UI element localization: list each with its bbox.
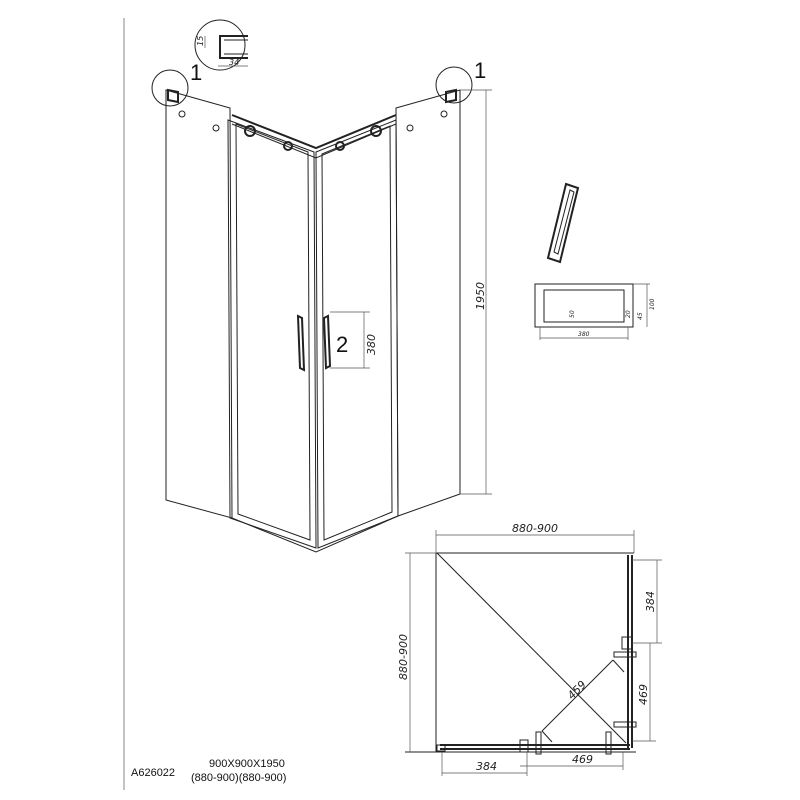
handle-length-dim: 380 — [578, 331, 590, 338]
diagonal-dim: 459 — [565, 678, 589, 702]
elevation-view: 1 1 2 380 1950 — [151, 58, 492, 553]
handle-height-dim: 380 — [365, 334, 378, 355]
handle-small-dim: 20 — [625, 310, 632, 318]
handle-offset-dim: 45 — [637, 312, 644, 320]
profile-width-dim: 34 — [229, 58, 239, 67]
drawing-size: 900X900X1950 — [209, 758, 285, 770]
plan-right-lower-dim: 469 — [637, 684, 650, 705]
plan-top-dim: 880-900 — [512, 522, 558, 535]
profile-detail: 15 34 — [194, 19, 248, 71]
profile-height-dim: 15 — [196, 36, 205, 46]
plan-bottom-left-dim: 384 — [476, 760, 497, 773]
plan-left-dim: 880-900 — [397, 634, 410, 680]
plan-view: 459 880-900 880-900 384 469 384 469 — [397, 522, 662, 776]
callout-1-right: 1 — [474, 58, 486, 83]
plan-bottom-right-dim: 469 — [572, 753, 593, 766]
handle-overall-dim: 100 — [649, 298, 656, 310]
plan-right-upper-dim: 384 — [644, 591, 657, 612]
drawing-code: A626022 — [131, 767, 175, 779]
drawing-range: (880-900)(880-900) — [191, 772, 286, 784]
callout-2: 2 — [336, 332, 348, 357]
callout-1-left: 1 — [190, 60, 202, 85]
height-dim: 1950 — [474, 282, 487, 310]
handle-detail: 380 50 20 45 100 — [534, 182, 656, 340]
handle-depth-dim: 50 — [569, 310, 576, 318]
